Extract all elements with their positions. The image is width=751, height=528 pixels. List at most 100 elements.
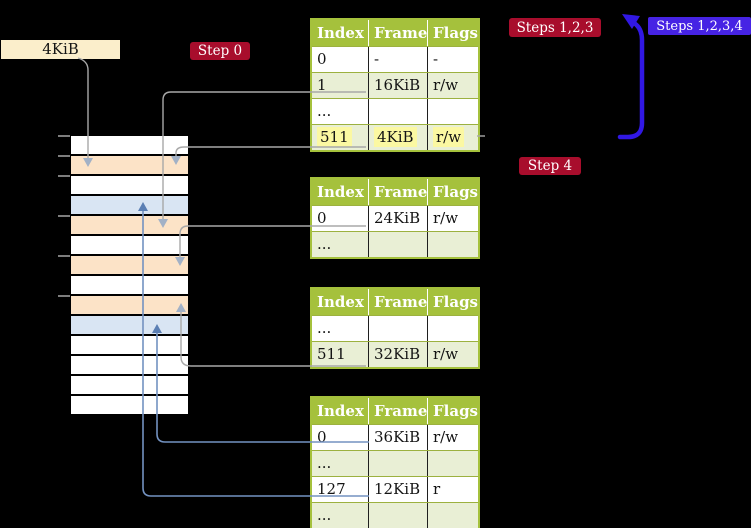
column-header-flags: Flags [427,20,478,46]
recursive-loop-arrow [617,14,645,140]
table-row: ... [312,315,478,341]
memory-frame-page-table [71,296,188,316]
cell-flags [427,99,478,124]
column-header-frame: Frame [368,289,427,315]
memory-tick [58,255,70,257]
cell-index: 0 [317,209,327,227]
table-row: ... [312,450,478,476]
cell-index: 511 [312,125,368,150]
cell-flags: - [427,47,478,72]
cell-frame [368,503,427,528]
loop-arrow-shaft [617,20,645,140]
cell-frame: 4KiB [368,125,427,150]
table-row: 127 12KiB r [312,476,478,502]
cell-index: 0 [317,428,327,446]
memory-tick [58,295,70,297]
table-row-recursive-entry: 511 4KiB r/w [312,124,478,150]
badge-steps-1-2-3-4: Steps 1,2,3,4 [648,17,751,35]
cell-flags [427,503,478,528]
table-row: ... [312,502,478,528]
cell-flags: r/w [427,425,478,450]
cell-flags [427,232,478,257]
cell-frame: 36KiB [368,425,427,450]
cell-flags: r/w [427,125,478,150]
memory-frame-page-table [71,156,188,176]
cell-flags: r/w [427,73,478,98]
badge-steps-1-2-3: Steps 1,2,3 [509,18,601,37]
column-header-index: Index [312,289,368,315]
cell-frame [368,232,427,257]
cell-frame: - [368,47,427,72]
cell-index: 511 [317,345,346,363]
memory-frame [71,356,188,376]
memory-frame [71,236,188,256]
table-header-row: Index Frame Flags [312,20,478,46]
physical-memory-column [71,136,188,416]
column-header-flags: Flags [427,289,478,315]
memory-tick [58,175,70,177]
cell-flags: r/w [427,206,478,231]
column-header-index: Index [312,398,368,424]
table-header-row: Index Frame Flags [312,289,478,315]
memory-frame [71,176,188,196]
cell-flags [427,451,478,476]
page-table-1: Index Frame Flags 0 - - 1 16KiB r/w ... … [310,18,480,152]
memory-frame-mapped-page [71,196,188,216]
cell-flags [427,316,478,341]
column-header-frame: Frame [368,20,427,46]
memory-tick [58,155,70,157]
memory-frame [71,336,188,356]
memory-frame [71,376,188,396]
cell-index: ... [317,235,332,253]
cell-index: ... [317,319,332,337]
cell-index: ... [317,454,332,472]
cell-flags: r [427,477,478,502]
cell-frame: 32KiB [368,342,427,367]
cell-index: 127 [317,480,346,498]
badge-step-0: Step 0 [190,42,250,60]
memory-tick [58,215,70,217]
memory-frame [71,396,188,416]
column-header-frame: Frame [368,398,427,424]
column-header-flags: Flags [427,398,478,424]
cell-frame [368,451,427,476]
memory-frame-mapped-page [71,316,188,336]
table-row: ... [312,98,478,124]
cell-index: 0 [317,50,327,68]
memory-frame-page-table [71,216,188,236]
column-header-frame: Frame [368,179,427,205]
cell-index: ... [317,506,332,524]
memory-tick [58,135,70,137]
memory-frame [71,136,188,156]
table-row: ... [312,231,478,257]
table-row: 0 24KiB r/w [312,205,478,231]
cell-frame: 24KiB [368,206,427,231]
cell-frame: 12KiB [368,477,427,502]
highlighted-value: 4KiB [374,127,417,147]
column-header-index: Index [312,20,368,46]
highlighted-value: 511 [317,127,352,147]
table-row: 511 32KiB r/w [312,341,478,367]
cell-frame: 16KiB [368,73,427,98]
table-row: 0 36KiB r/w [312,424,478,450]
table-header-row: Index Frame Flags [312,398,478,424]
cell-frame [368,99,427,124]
column-header-flags: Flags [427,179,478,205]
cell-index: 1 [317,76,327,94]
memory-frame-page-table [71,256,188,276]
cell-index: ... [317,102,332,120]
column-header-index: Index [312,179,368,205]
page-table-2: Index Frame Flags 0 24KiB r/w ... [310,177,480,259]
memory-frame [71,276,188,296]
table-row: 1 16KiB r/w [312,72,478,98]
page-table-4: Index Frame Flags 0 36KiB r/w ... 127 12… [310,396,480,528]
cell-flags: r/w [427,342,478,367]
badge-step-4: Step 4 [519,157,581,175]
cell-frame [368,316,427,341]
highlighted-value: r/w [433,127,465,147]
page-table-3: Index Frame Flags ... 511 32KiB r/w [310,287,480,369]
table-header-row: Index Frame Flags [312,179,478,205]
frame-address-label: 4KiB [1,40,120,59]
loop-arrowhead-icon [622,14,640,29]
